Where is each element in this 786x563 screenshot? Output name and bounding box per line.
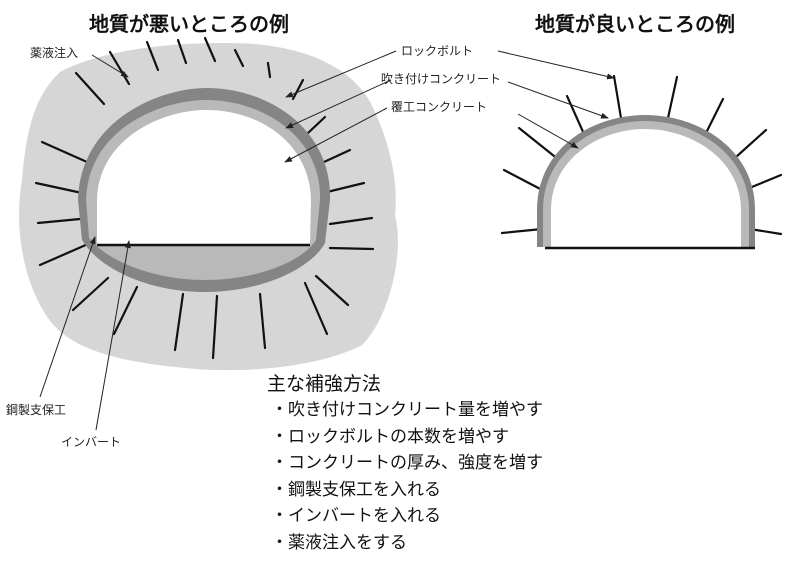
method-item: 薬液注入をする — [271, 530, 543, 557]
leader-arrows — [39, 50, 615, 431]
methods-title: 主な補強方法 — [267, 373, 382, 395]
method-item: ロックボルトの本数を増やす — [271, 424, 543, 451]
method-item: インバートを入れる — [271, 503, 543, 530]
left-tunnel-opening — [97, 110, 311, 244]
label-steel-support: 鋼製支保工 — [6, 403, 67, 417]
label-chemical-grouting: 薬液注入 — [30, 46, 79, 60]
method-item: 吹き付けコンクリート量を増やす — [271, 397, 543, 424]
left-rock-bolts — [34, 36, 375, 360]
label-invert: インバート — [61, 435, 122, 449]
label-lining-concrete: 覆工コンクリート — [391, 100, 488, 114]
method-item: 鋼製支保工を入れる — [271, 477, 543, 504]
right-rock-bolts — [500, 74, 783, 236]
label-shotcrete: 吹き付けコンクリート — [381, 72, 502, 86]
title-good-ground: 地質が良いところの例 — [535, 12, 735, 36]
methods-list: 吹き付けコンクリート量を増やす ロックボルトの本数を増やす コンクリートの厚み、… — [262, 397, 543, 556]
title-bad-ground: 地質が悪いところの例 — [89, 12, 289, 36]
method-item: コンクリートの厚み、強度を増す — [271, 450, 543, 477]
right-tunnel-opening — [551, 129, 741, 247]
reinforcement-methods: 主な補強方法 吹き付けコンクリート量を増やす ロックボルトの本数を増やす コンク… — [262, 371, 543, 556]
label-rock-bolt: ロックボルト — [401, 44, 474, 58]
